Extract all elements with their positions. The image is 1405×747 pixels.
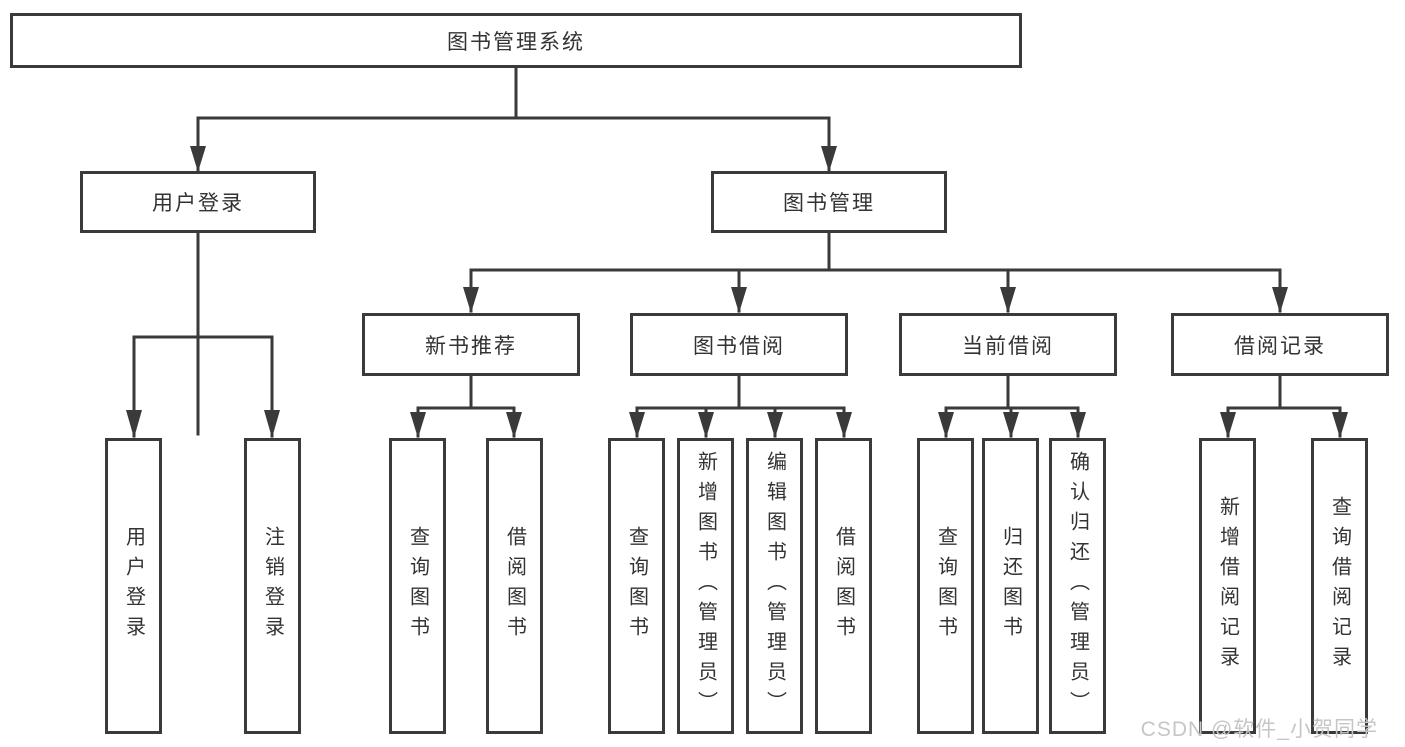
csdn-watermark: CSDN @软件_小贺同学 [1140,718,1378,741]
leaf-user-login: 用户登录 [105,438,162,734]
leaf-current-query-books: 查询图书 [917,438,974,734]
node-current-borrowing: 当前借阅 [899,313,1117,376]
leaf-records-add-record: 新增借阅记录 [1199,438,1256,734]
leaf-borrowing-query-books: 查询图书 [608,438,665,734]
node-borrow-records: 借阅记录 [1171,313,1389,376]
leaf-records-query-record: 查询借阅记录 [1311,438,1368,734]
node-root-system: 图书管理系统 [10,13,1022,68]
leaf-recommend-borrow-books: 借阅图书 [486,438,543,734]
node-book-borrowing: 图书借阅 [630,313,848,376]
leaf-logout: 注销登录 [244,438,301,734]
leaf-borrowing-edit-books-admin: 编辑图书（管理员） [746,438,803,734]
node-new-book-recommend: 新书推荐 [362,313,580,376]
leaf-borrowing-borrow-books: 借阅图书 [815,438,872,734]
leaf-recommend-query-books: 查询图书 [389,438,446,734]
leaf-current-confirm-return-admin: 确认归还（管理员） [1049,438,1106,734]
node-user-login: 用户登录 [80,171,316,233]
leaf-borrowing-add-books-admin: 新增图书（管理员） [677,438,734,734]
node-book-management: 图书管理 [711,171,947,233]
leaf-current-return-books: 归还图书 [982,438,1039,734]
